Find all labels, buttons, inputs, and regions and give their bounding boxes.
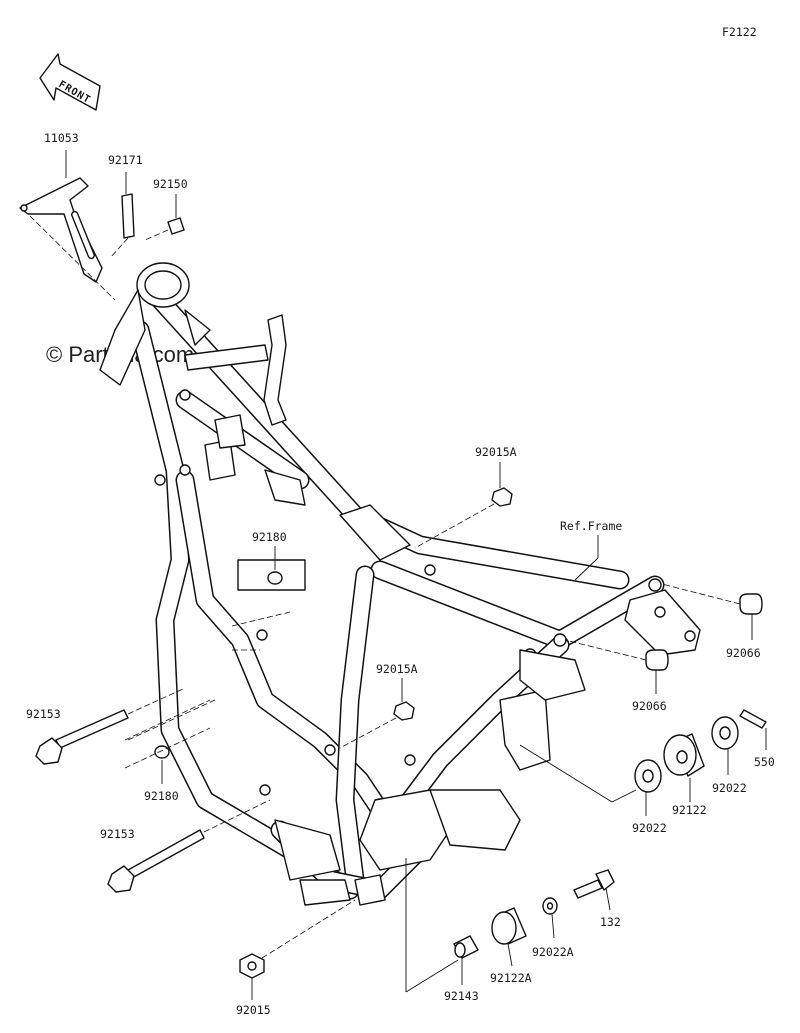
ref-frame-label: Ref.Frame bbox=[560, 519, 622, 533]
strap-92171 bbox=[109, 172, 135, 259]
label-92180-lower: 92180 bbox=[144, 789, 179, 803]
washer-92180-lower bbox=[124, 699, 211, 784]
front-arrow-icon: FRONT bbox=[39, 53, 101, 111]
bolt-92150 bbox=[144, 194, 185, 241]
collar-92122a bbox=[491, 907, 527, 967]
label-92022-right: 92022 bbox=[712, 781, 747, 795]
nut-92015a-upper bbox=[414, 462, 513, 549]
washer-92180-upper bbox=[231, 546, 306, 651]
bracket-11053 bbox=[19, 150, 116, 301]
ref-frame-leader-2 bbox=[574, 557, 599, 581]
label-92015a-upper: 92015A bbox=[475, 445, 517, 459]
washer-92022-right bbox=[711, 716, 739, 775]
label-92143: 92143 bbox=[444, 989, 479, 1003]
bolt-132 bbox=[573, 869, 615, 911]
nut-92015 bbox=[239, 899, 356, 1000]
collar-92122 bbox=[663, 733, 705, 802]
label-92066-right: 92066 bbox=[726, 646, 761, 660]
washer-92022a bbox=[542, 897, 558, 939]
label-92150: 92150 bbox=[153, 177, 188, 191]
cap-92066-mid bbox=[564, 639, 669, 694]
washer-92022-left bbox=[519, 744, 662, 816]
bolt-92153-lower bbox=[107, 799, 271, 893]
label-92015a-mid: 92015A bbox=[376, 662, 418, 676]
main-frame bbox=[99, 262, 701, 906]
label-92122: 92122 bbox=[672, 803, 707, 817]
label-132: 132 bbox=[600, 915, 621, 929]
label-550: 550 bbox=[754, 755, 775, 769]
diagram-code: F2122 bbox=[722, 25, 757, 39]
label-92015: 92015 bbox=[236, 1003, 271, 1017]
label-92066-mid: 92066 bbox=[632, 699, 667, 713]
label-92180-upper: 92180 bbox=[252, 530, 287, 544]
label-92022a: 92022A bbox=[532, 945, 574, 959]
nut-92015a-mid bbox=[339, 678, 415, 749]
spacer-92143 bbox=[405, 858, 479, 993]
label-92122a: 92122A bbox=[490, 971, 532, 985]
label-92153-upper: 92153 bbox=[26, 707, 61, 721]
label-92022-left: 92022 bbox=[632, 821, 667, 835]
cap-92066-right bbox=[661, 583, 763, 640]
label-92171: 92171 bbox=[108, 153, 143, 167]
label-92153-lower: 92153 bbox=[100, 827, 135, 841]
pin-550 bbox=[739, 709, 767, 750]
bolt-92153-upper bbox=[35, 687, 216, 765]
label-11053: 11053 bbox=[44, 131, 79, 145]
